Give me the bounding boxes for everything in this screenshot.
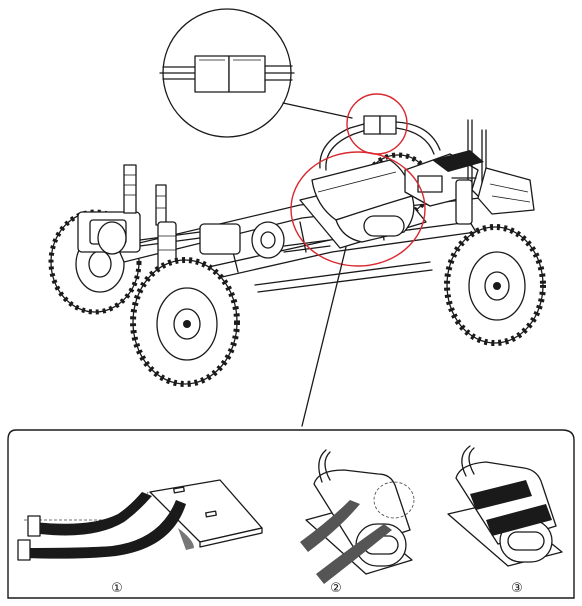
step-2-label: ② <box>330 581 342 596</box>
plug-connector-icon <box>159 55 295 93</box>
step-3-illustration <box>447 445 563 567</box>
rear-shock <box>157 221 177 271</box>
front-shock <box>451 177 477 225</box>
front-bumper <box>477 167 535 215</box>
transmission <box>199 221 331 259</box>
step-1-illustration <box>17 479 263 561</box>
step-1-label: ① <box>111 581 123 596</box>
connector-zoom-callout <box>159 8 353 138</box>
detail-panel <box>7 429 575 599</box>
battery-highlight <box>290 151 426 267</box>
step-3-label: ③ <box>511 581 523 596</box>
rc-crawler-chassis <box>48 93 546 387</box>
front-right-wheel <box>444 224 546 346</box>
detail-leader-line <box>301 246 347 427</box>
step-2-illustration <box>300 449 415 584</box>
rear-axle-gearbox <box>77 164 201 255</box>
rear-right-wheel <box>130 257 240 387</box>
